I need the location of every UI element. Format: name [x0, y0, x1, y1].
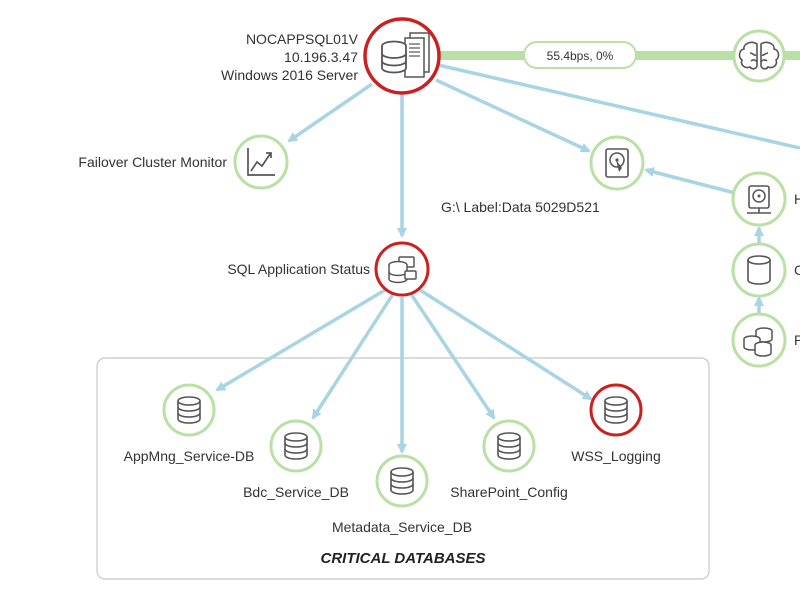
right-databases-label: P: [794, 332, 800, 348]
edge-rightdisk-volume: [644, 167, 736, 195]
db-label-metadata: Metadata_Service_DB: [331, 519, 473, 535]
brain-icon: [738, 41, 780, 70]
server-icon: [381, 32, 430, 78]
brain-node[interactable]: [732, 29, 786, 83]
server-ip: 10.196.3.47: [284, 49, 358, 65]
link-label-pill: [523, 41, 637, 69]
db-label-appmng: AppMng_Service-DB: [123, 448, 255, 464]
sql-app-status-label: SQL Application Status: [227, 261, 370, 277]
right-databases-node[interactable]: [731, 312, 787, 368]
server-os: Windows 2016 Server: [221, 67, 358, 83]
edge-sqlapp-sharepoint: [409, 293, 496, 420]
db-label-sharepoint: SharePoint_Config: [450, 484, 568, 500]
cylinder-icon: [747, 255, 771, 285]
volume-label: G:\ Label:Data 5029D521: [441, 199, 600, 215]
failover-node[interactable]: [233, 134, 289, 190]
critical-databases-title: CRITICAL DATABASES: [320, 550, 486, 567]
link-label: 55.4bps, 0%: [547, 49, 614, 63]
edge-sqlapp-bdc: [311, 293, 395, 420]
server-node[interactable]: [363, 17, 441, 95]
right-disk-node[interactable]: [731, 171, 787, 227]
right-cylinder-node[interactable]: [731, 242, 787, 298]
network-link[interactable]: 55.4bps, 0%: [440, 41, 800, 69]
db-node-bdc[interactable]: [269, 419, 323, 473]
edge-server-volume: [435, 78, 591, 153]
databases-icon: [743, 327, 773, 357]
hard-disk-icon: [747, 185, 771, 214]
db-node-metadata[interactable]: [375, 454, 429, 508]
right-cylinder-label: C: [794, 262, 800, 278]
chart-line-icon: [247, 148, 275, 176]
db-node-sharepoint[interactable]: [482, 419, 536, 473]
right-disk-label: H: [794, 191, 800, 207]
failover-label: Failover Cluster Monitor: [78, 154, 227, 170]
server-hostname: NOCAPPSQL01V: [245, 31, 358, 47]
sql-stack-icon: [388, 256, 417, 284]
edges: [215, 63, 800, 454]
server-label[interactable]: NOCAPPSQL01V 10.196.3.47 Windows 2016 Se…: [160, 30, 358, 84]
db-node-wss[interactable]: [589, 383, 643, 437]
db-label-bdc: Bdc_Service_DB: [243, 484, 349, 500]
volume-node[interactable]: [589, 135, 645, 191]
edge-server-offscreen: [437, 63, 800, 150]
edge-sqlapp-appmng: [215, 288, 386, 392]
db-node-appmng[interactable]: [162, 383, 216, 437]
hard-disk-icon: [605, 148, 629, 178]
edge-sqlapp-wss: [419, 288, 593, 401]
edge-server-failover: [287, 82, 373, 143]
sql-app-status-node[interactable]: [374, 241, 430, 297]
db-label-wss: WSS_Logging: [571, 448, 661, 464]
